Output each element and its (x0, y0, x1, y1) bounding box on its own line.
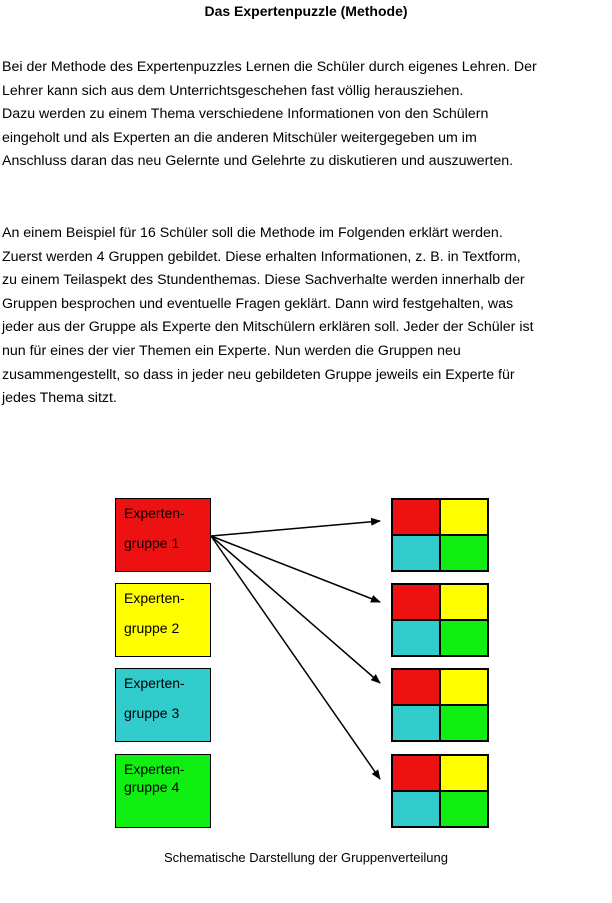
mixed-cell-red (392, 755, 440, 791)
expert-group-box-1: Experten- gruppe 1 (115, 498, 211, 572)
paragraph-line: jeder aus der Gruppe als Experte den Mit… (2, 319, 534, 336)
mixed-group-3 (391, 668, 489, 742)
paragraph-line: zusammengestellt, so dass in jeder neu g… (2, 366, 515, 383)
arrow-to-group-2 (210, 535, 381, 603)
mixed-cell-green (440, 705, 488, 741)
expert-group-box-3: Experten- gruppe 3 (115, 668, 211, 742)
mixed-cell-cyan (392, 791, 440, 827)
mixed-cell-green (440, 535, 488, 571)
expert-group-box-4: Experten- gruppe 4 (115, 754, 211, 828)
expert-group-label-line1: Experten- (124, 590, 185, 606)
paragraph-line: Lehrer kann sich aus dem Unterrichtsgesc… (2, 82, 464, 99)
mixed-cell-green (440, 620, 488, 656)
paragraph-line: Bei der Methode des Expertenpuzzles Lern… (2, 59, 537, 75)
paragraph-line: Zuerst werden 4 Gruppen gebildet. Diese … (2, 248, 521, 265)
mixed-group-4 (391, 754, 489, 828)
arrow-to-group-1 (210, 517, 381, 537)
mixed-cell-red (392, 584, 440, 620)
paragraph-line: Dazu werden zu einem Thema verschiedene … (2, 106, 489, 123)
expert-group-label-line1: Experten- (124, 505, 185, 521)
page-title: Das Expertenpuzzle (Methode) (204, 3, 408, 19)
paragraph-line: zu einem Teilaspekt des Stundenthemas. D… (2, 272, 525, 289)
intro-paragraph: Bei der Methode des Expertenpuzzles Lern… (2, 56, 610, 174)
expert-group-label-line2: gruppe 2 (124, 620, 180, 636)
mixed-cell-cyan (392, 620, 440, 656)
paragraph-line: jedes Thema sitzt. (2, 390, 117, 407)
mixed-cell-red (392, 669, 440, 705)
paragraph-line: An einem Beispiel für 16 Schüler soll di… (2, 225, 503, 241)
expert-group-label-line2: gruppe 4 (124, 779, 180, 795)
mixed-cell-cyan (392, 705, 440, 741)
expert-group-box-2: Experten- gruppe 2 (115, 583, 211, 657)
diagram-caption: Schematische Darstellung der Gruppenvert… (164, 850, 448, 865)
arrow-to-group-3 (210, 535, 381, 684)
example-paragraph: An einem Beispiel für 16 Schüler soll di… (2, 222, 610, 411)
paragraph-line: Gruppen besprochen und eventuelle Fragen… (2, 295, 514, 312)
mixed-cell-green (440, 791, 488, 827)
mixed-cell-red (392, 499, 440, 535)
paragraph-line: Anschluss daran das neu Gelernte und Gel… (2, 153, 514, 170)
mixed-cell-yellow (440, 669, 488, 705)
mixed-cell-cyan (392, 535, 440, 571)
mixed-cell-yellow (440, 499, 488, 535)
expert-group-label-line2: gruppe 1 (124, 535, 180, 551)
mixed-cell-yellow (440, 755, 488, 791)
arrow-to-group-4 (210, 535, 381, 780)
paragraph-line: eingeholt und als Experten an die andere… (2, 129, 477, 146)
expert-group-label-line2: gruppe 3 (124, 705, 180, 721)
expert-group-label-line1: Experten- (124, 761, 185, 777)
mixed-cell-yellow (440, 584, 488, 620)
mixed-group-1 (391, 498, 489, 572)
mixed-group-2 (391, 583, 489, 657)
paragraph-line: nun für eines der vier Themen ein Expert… (2, 342, 461, 359)
expert-group-label-line1: Experten- (124, 675, 185, 691)
